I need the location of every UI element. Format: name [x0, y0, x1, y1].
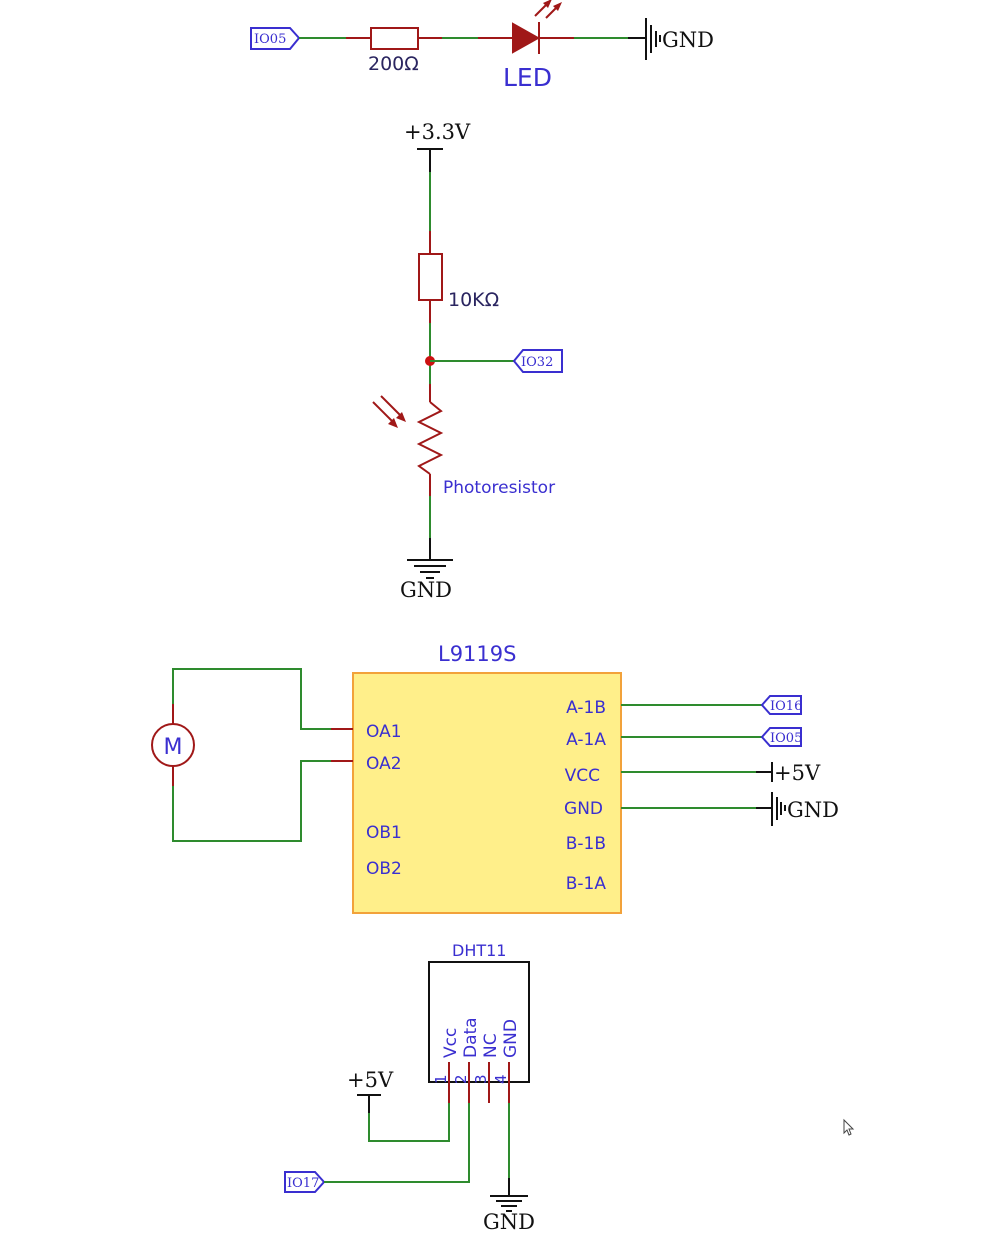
net-flag-io05-driver: IO05 — [760, 727, 802, 747]
pin-name-gnd: GND — [501, 1019, 521, 1058]
wire-vcc-dht — [368, 1103, 450, 1142]
pin-label-b1a: B-1A — [566, 874, 607, 894]
net-flag-io16: IO16 — [760, 695, 802, 715]
led-symbol — [512, 0, 562, 54]
net-flag-io32: IO32 — [512, 349, 563, 373]
pin-number-2: 2 — [452, 1074, 470, 1084]
wire-data-dht — [324, 1103, 470, 1183]
pin-label-a1a: A-1A — [566, 730, 606, 750]
mouse-cursor-icon — [843, 1118, 855, 1136]
pin-label-gnd: GND — [564, 799, 603, 819]
supply-label-5v-dht: +5V — [347, 1068, 394, 1092]
light-arrows-icon — [372, 395, 406, 428]
net-label-io16: IO16 — [770, 699, 802, 714]
resistor-10k-label: 10KΩ — [448, 289, 499, 311]
ground-label-led: GND — [662, 28, 714, 52]
photoresistor-label: Photoresistor — [443, 478, 555, 498]
net-label-io32: IO32 — [521, 355, 553, 370]
pin-label-ob1: OB1 — [366, 823, 402, 843]
pin-label-vcc: VCC — [565, 766, 600, 786]
ic-title-dht11: DHT11 — [452, 941, 506, 960]
motor-label: M — [164, 735, 183, 760]
ic-body-dht11 — [428, 961, 530, 1083]
led-label: LED — [503, 63, 552, 92]
pin-name-nc: NC — [481, 1033, 501, 1058]
net-flag-io17: IO17 — [284, 1171, 326, 1193]
led-circuit: IO05 200Ω LED GND — [250, 0, 714, 92]
ground-symbol-led — [628, 18, 661, 60]
pin-label-oa2: OA2 — [366, 754, 402, 774]
pin-label-a1b: A-1B — [566, 698, 606, 718]
resistor-10k-symbol — [418, 253, 443, 301]
ground-symbol-ldr — [407, 538, 453, 579]
ground-symbol-driver — [756, 792, 786, 826]
ground-label-dht: GND — [483, 1210, 535, 1234]
wire-motor-oa1 — [172, 668, 331, 730]
pin-number-4: 4 — [492, 1074, 510, 1084]
supply-label-5v-driver: +5V — [774, 761, 821, 785]
photoresistor-symbol — [416, 401, 444, 475]
net-label-io05: IO05 — [254, 32, 286, 47]
ground-label-driver: GND — [787, 798, 839, 822]
net-label-io17: IO17 — [287, 1176, 319, 1191]
ground-label-ldr: GND — [400, 578, 452, 602]
pin-label-oa1: OA1 — [366, 722, 402, 742]
photoresistor-circuit: +3.3V 10KΩ IO32 Photoresistor — [372, 120, 563, 602]
net-flag-io05-led: IO05 — [250, 27, 301, 50]
dht11-circuit: DHT11 Vcc Data NC GND 1 2 3 4 +5V IO17 — [284, 941, 535, 1234]
pin-name-vcc: Vcc — [441, 1028, 461, 1058]
motor-driver-circuit: L9119S M OA1 OA2 OB1 OB2 A-1B A-1A VCC G… — [151, 642, 839, 914]
pin-label-b1b: B-1B — [566, 834, 606, 854]
net-label-io05-driver: IO05 — [770, 731, 802, 746]
pin-number-3: 3 — [472, 1074, 490, 1084]
ground-symbol-dht — [490, 1178, 528, 1212]
ic-title-l9119s: L9119S — [438, 642, 516, 666]
supply-label-3v3: +3.3V — [404, 120, 471, 144]
resistor-200-symbol — [370, 27, 419, 50]
wire-motor-oa2 — [172, 760, 331, 842]
pin-number-1: 1 — [432, 1074, 450, 1084]
resistor-value-label: 200Ω — [368, 53, 419, 75]
ic-body-l9119s — [352, 672, 622, 914]
pin-name-data: Data — [461, 1017, 481, 1058]
pin-label-ob2: OB2 — [366, 859, 402, 879]
